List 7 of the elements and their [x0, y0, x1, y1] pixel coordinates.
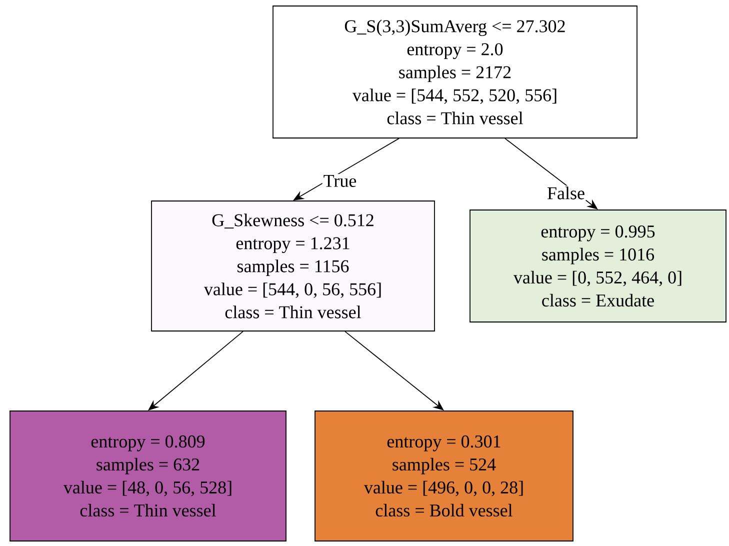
- tree-node-box: entropy = 0.809 samples = 632 value = [48, 0, 56, 528] class = Thin vessel: [10, 410, 286, 542]
- edge-label: True: [322, 174, 358, 188]
- tree-node-box: entropy = 0.995 samples = 1016 value = [0, 552, 464, 0] class = Exudate: [470, 210, 726, 322]
- tree-node-box: entropy = 0.301 samples = 524 value = [496, 0, 0, 28] class = Bold vessel: [314, 410, 574, 542]
- edge-label: False: [546, 186, 586, 200]
- tree-node-box: G_Skewness <= 0.512 entropy = 1.231 samples = 1156 value = [544, 0, 56, 556] class = Thin vessel: [151, 200, 435, 332]
- tree-node-box: G_S(3,3)SumAverg <= 27.302 entropy = 2.0 samples = 2172 value = [544, 552, 520, 556] class = Thin vessel: [272, 6, 638, 138]
